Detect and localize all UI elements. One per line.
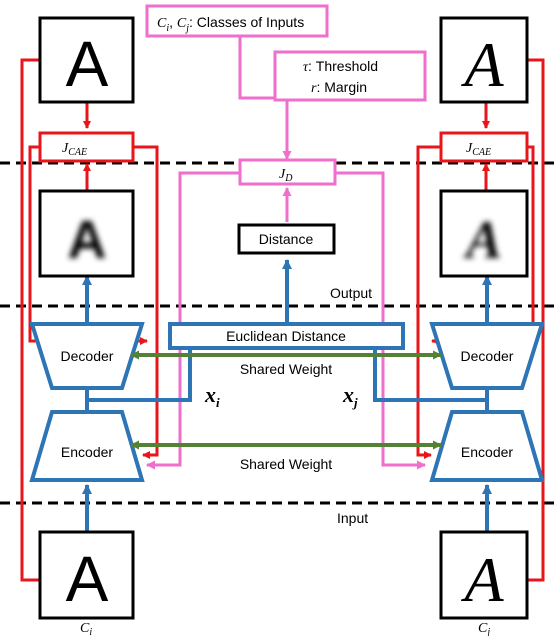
- distance-label: Distance: [259, 231, 314, 247]
- margin-label: r: Margin: [311, 79, 367, 96]
- right-class-label: Cj: [478, 621, 490, 636]
- right-encoder-label: Encoder: [461, 444, 513, 460]
- left-class-label: Ci: [80, 621, 92, 636]
- latent-xi-label: xi: [204, 382, 220, 410]
- euclidean-distance-label: Euclidean Distance: [226, 328, 346, 344]
- right-decoder-label: Decoder: [461, 348, 514, 364]
- shared-weight-label-decoder: Shared Weight: [240, 361, 332, 377]
- input-level-label: Input: [337, 510, 368, 526]
- latent-xj-label: xj: [342, 382, 358, 410]
- output-level-label: Output: [330, 285, 372, 301]
- left-input-letter: A: [66, 543, 109, 615]
- right-input-letter: A: [460, 544, 504, 615]
- blue-paths: [87, 260, 487, 552]
- right-top-letter: A: [460, 29, 504, 100]
- left-top-letter: A: [66, 28, 109, 100]
- right-reconstruction-letter: A: [463, 210, 502, 270]
- left-encoder-label: Encoder: [61, 444, 113, 460]
- left-reconstruction-letter: A: [68, 210, 107, 270]
- threshold-label: τ: Threshold: [303, 58, 378, 75]
- shared-weight-label-encoder: Shared Weight: [240, 456, 332, 472]
- left-decoder-label: Decoder: [61, 348, 114, 364]
